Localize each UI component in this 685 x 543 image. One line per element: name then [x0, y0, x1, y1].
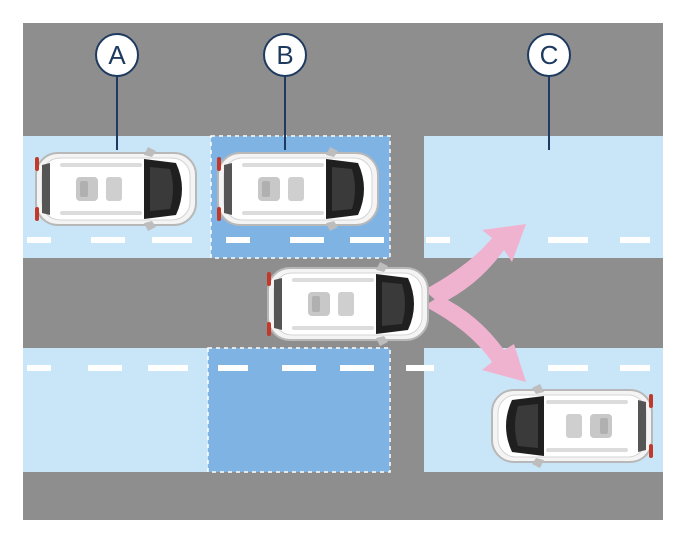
callout-b-circle [263, 33, 307, 77]
callout-a: A [95, 33, 139, 77]
vehicle-lane-a [34, 146, 197, 232]
split-direction-arrow-icon [424, 224, 526, 382]
lower-zone-border [207, 347, 391, 473]
callout-c-circle [527, 33, 571, 77]
callout-c-label: C [540, 40, 559, 70]
callout-c: C [527, 33, 571, 77]
callout-b: B [263, 33, 307, 77]
upper-lane-markings [27, 237, 650, 243]
callout-a-label: A [108, 40, 126, 70]
vehicle-lane-b [216, 146, 379, 232]
vehicle-ego [266, 261, 429, 347]
callout-b-label: B [276, 40, 293, 70]
callout-a-circle [95, 33, 139, 77]
upper-zone-border [210, 135, 391, 259]
vehicle-oncoming [491, 383, 654, 469]
lower-lane-markings [27, 365, 650, 371]
